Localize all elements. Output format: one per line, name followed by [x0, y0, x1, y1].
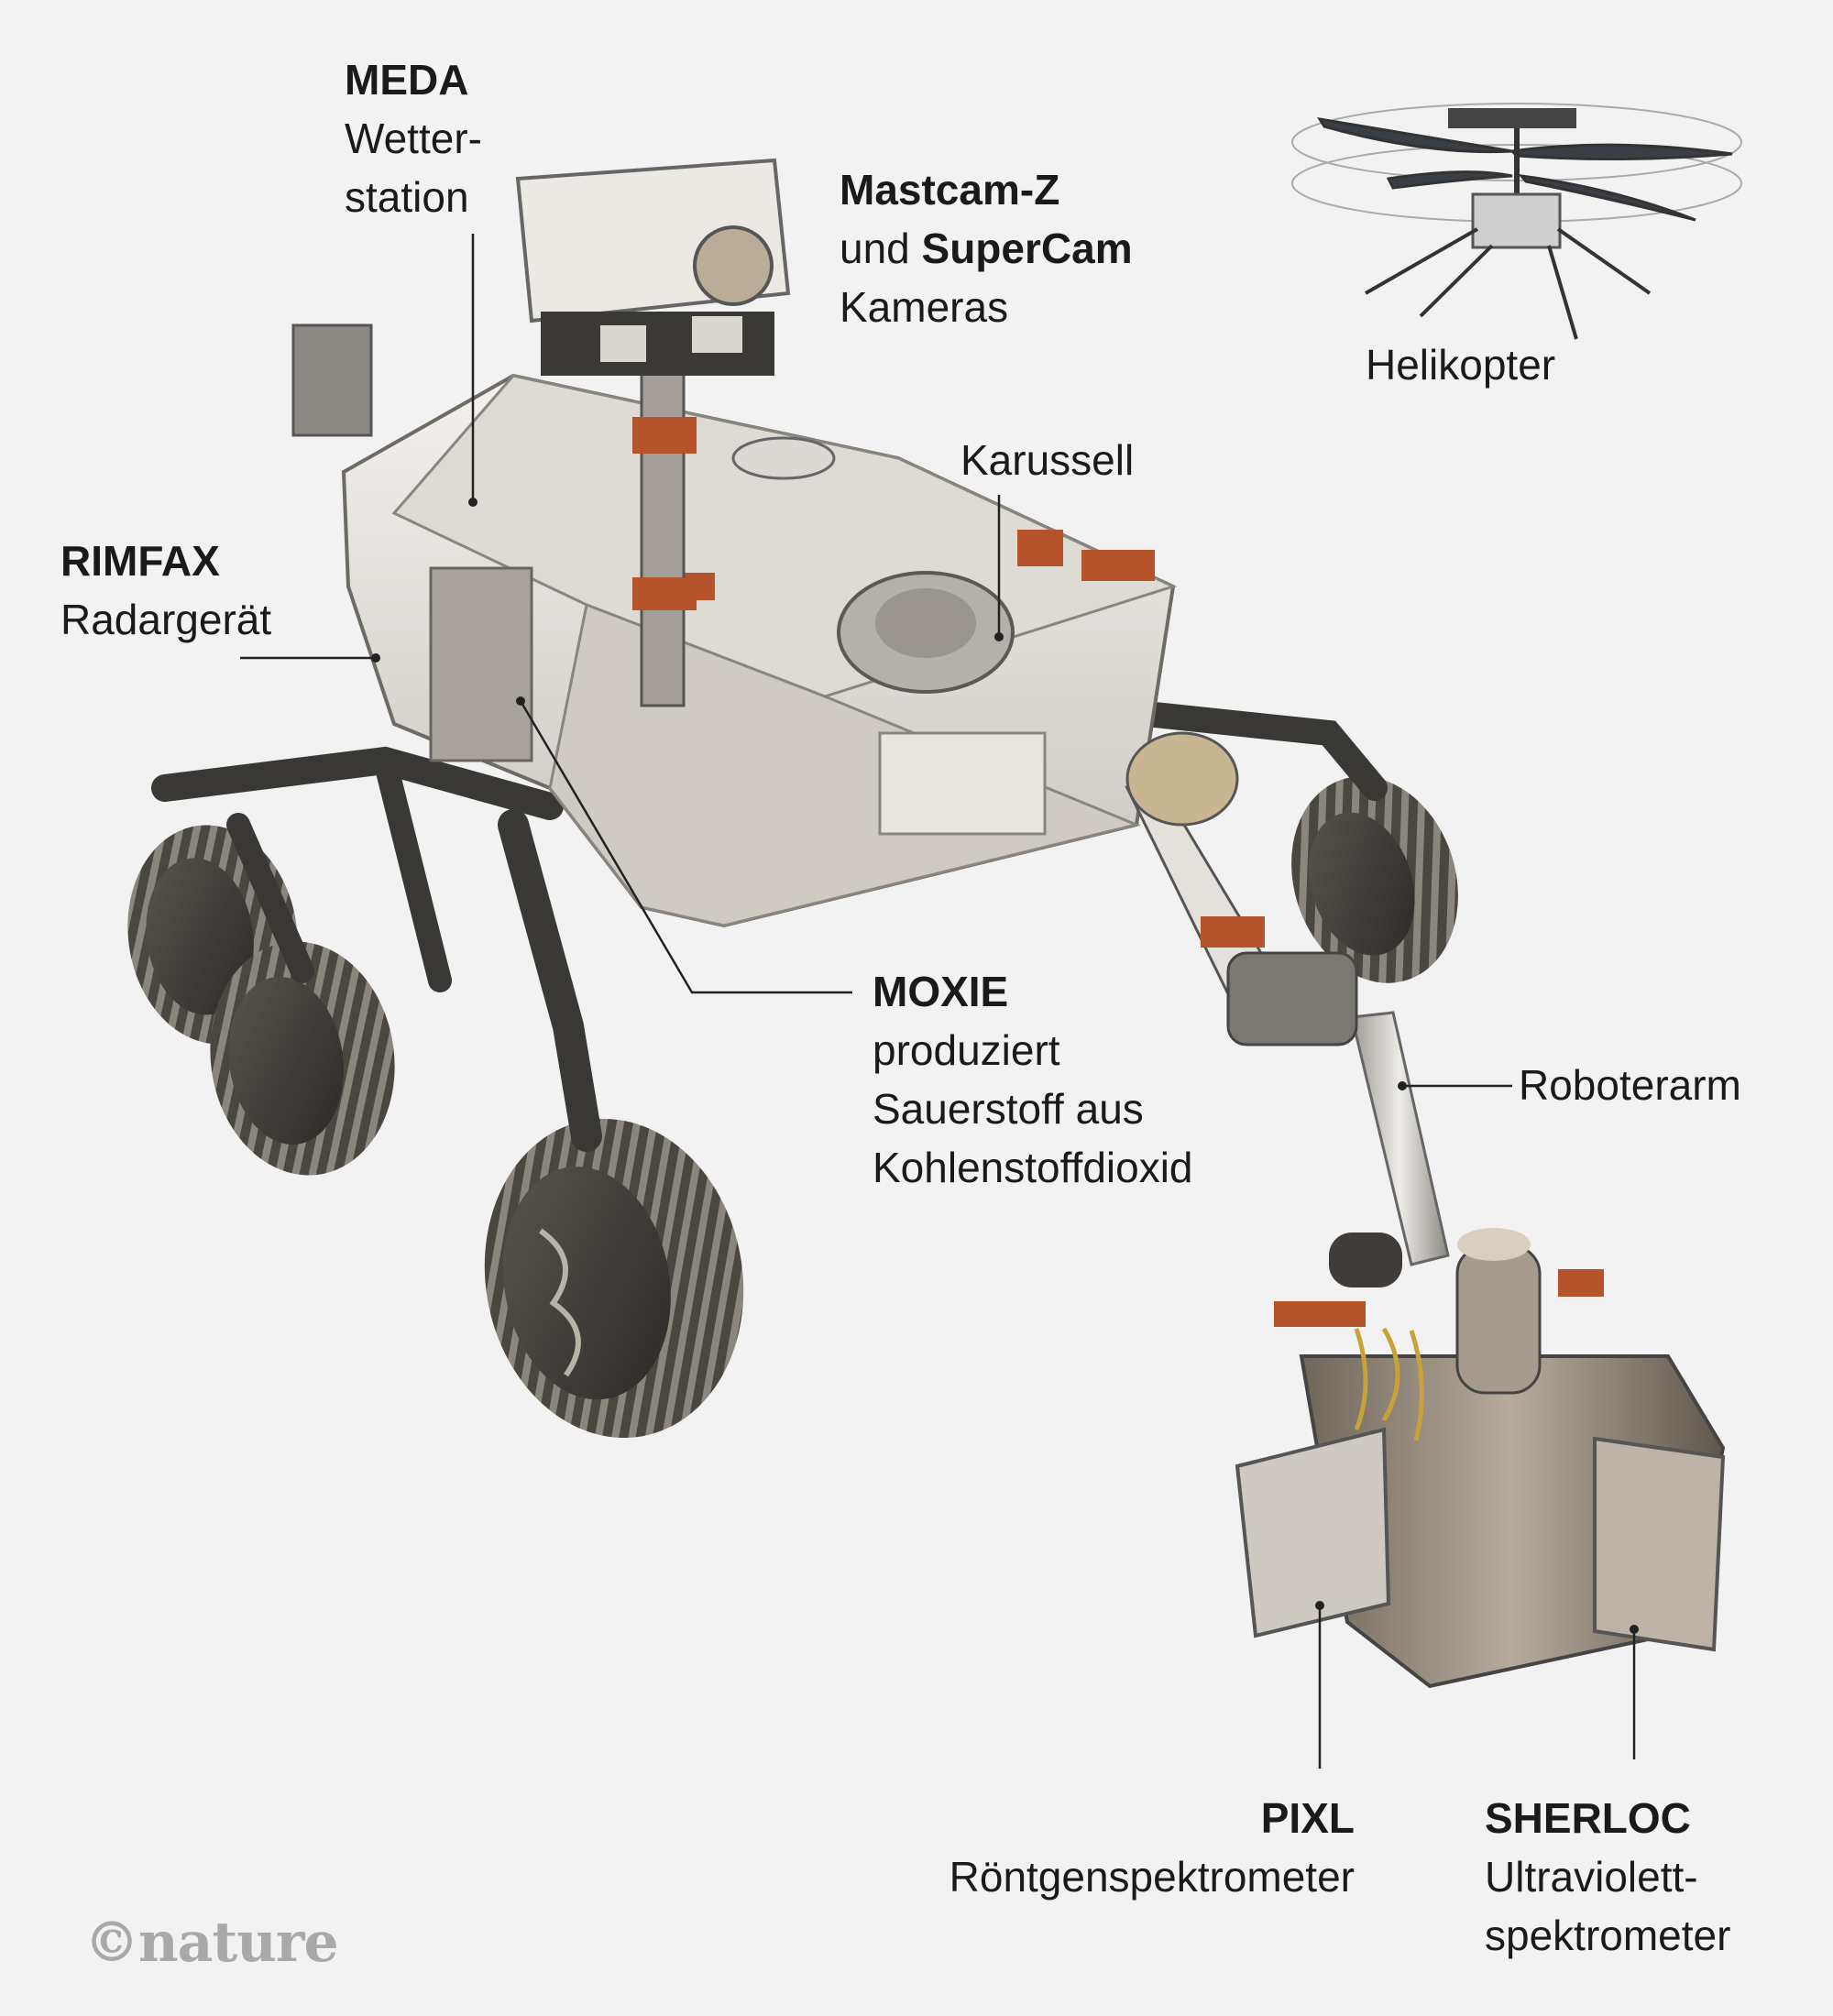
- meda-label: MEDA Wetter- station: [345, 50, 482, 226]
- rover-wheels: [127, 776, 1458, 1439]
- rimfax-label: RIMFAX Radargerät: [60, 531, 271, 649]
- karussell-label: Karussell: [960, 431, 1134, 489]
- roboterarm-label: Roboterarm: [1519, 1056, 1741, 1114]
- rover-body: [291, 323, 1178, 928]
- meda-desc-1: Wetter-: [345, 115, 482, 162]
- leader-lines: [240, 234, 1639, 1769]
- robotic-arm: [1124, 731, 1450, 1266]
- helicopter-label: Helikopter: [1366, 335, 1555, 394]
- rover-suspension: [151, 702, 1388, 1152]
- supercam-name: SuperCam: [921, 225, 1133, 272]
- rimfax-name: RIMFAX: [60, 537, 220, 585]
- roboterarm-text: Roboterarm: [1519, 1061, 1741, 1109]
- sherloc-label: SHERLOC Ultraviolett- spektrometer: [1485, 1789, 1730, 1965]
- helicopter-text: Helikopter: [1366, 341, 1556, 389]
- meda-name: MEDA: [345, 56, 469, 104]
- moxie-desc-3: Kohlenstoffdioxid: [873, 1144, 1193, 1191]
- sherloc-desc-2: spektrometer: [1485, 1912, 1731, 1959]
- mastcam-line2-prefix: und: [840, 225, 922, 272]
- pixl-desc: Röntgenspektrometer: [949, 1853, 1355, 1901]
- meda-desc-2: station: [345, 173, 469, 221]
- mastcam-label: Mastcam-Z und SuperCam Kameras: [840, 160, 1133, 336]
- nature-credit: ©nature: [84, 1911, 339, 1975]
- mastcam-name: Mastcam-Z: [840, 166, 1060, 214]
- helicopter-drawing: [1291, 103, 1742, 340]
- sherloc-desc-1: Ultraviolett-: [1485, 1853, 1698, 1901]
- moxie-desc-1: produziert: [873, 1026, 1060, 1074]
- moxie-leader: [519, 700, 852, 994]
- karussell-text: Karussell: [960, 436, 1135, 484]
- moxie-desc-2: Sauerstoff aus: [873, 1085, 1144, 1133]
- moxie-label: MOXIE produziert Sauerstoff aus Kohlenst…: [873, 962, 1193, 1197]
- rover-mast: [515, 158, 836, 707]
- arm-turret: [1235, 1228, 1726, 1689]
- mastcam-line3: Kameras: [840, 283, 1009, 331]
- mastcam-line2: und SuperCam: [840, 219, 1133, 278]
- moxie-name: MOXIE: [873, 968, 1009, 1015]
- rimfax-desc: Radargerät: [60, 596, 272, 643]
- sherloc-name: SHERLOC: [1485, 1794, 1691, 1842]
- pixl-name: PIXL: [1260, 1794, 1355, 1842]
- pixl-label: PIXL Röntgenspektrometer: [939, 1789, 1355, 1906]
